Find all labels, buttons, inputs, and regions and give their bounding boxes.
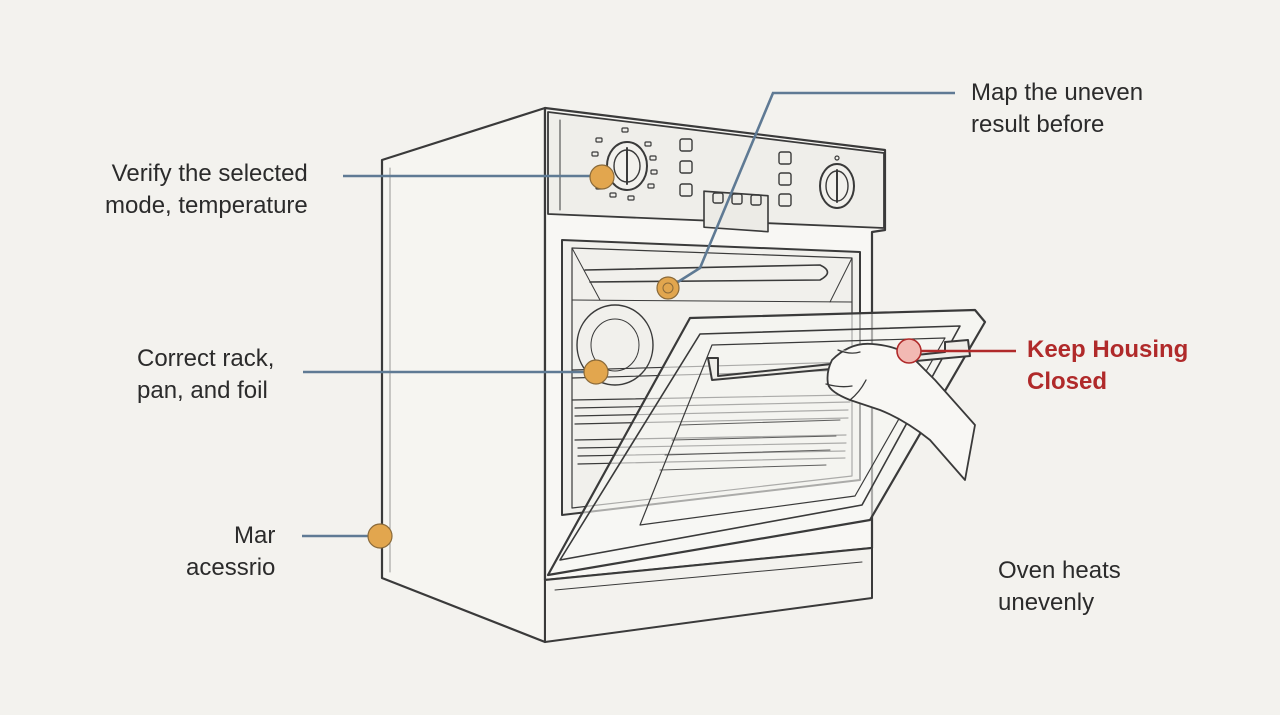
hand-icon xyxy=(825,342,976,481)
callout-keep-housing-closed: Keep Housing Closed xyxy=(1027,334,1188,398)
callout-rack-line1: Correct rack, xyxy=(137,345,275,372)
mode-knob-icon xyxy=(606,141,648,191)
caption-line2: unevenly xyxy=(998,589,1095,616)
callout-mar-line2: acessrio xyxy=(186,554,276,581)
marker-mar xyxy=(367,523,393,549)
callout-map-line1: Map the uneven xyxy=(971,79,1144,106)
caption-line1: Oven heats xyxy=(998,557,1121,584)
callout-map-result: Map the uneven result before xyxy=(971,77,1143,141)
control-panel xyxy=(547,111,885,229)
callout-verify-mode: Verify the selected mode, temperature xyxy=(105,158,308,222)
callout-keep-line1: Keep Housing xyxy=(1027,336,1189,363)
marker-dots xyxy=(367,164,922,549)
callout-mar-accessory: Mar acessrio xyxy=(186,520,275,584)
oven-base-drawer xyxy=(544,547,873,643)
oven-side-panel xyxy=(380,106,547,644)
leader-map xyxy=(669,91,955,289)
oven-sketch xyxy=(380,106,987,644)
temperature-knob-icon xyxy=(819,155,855,209)
heating-element xyxy=(584,264,829,283)
control-buttons xyxy=(679,138,792,207)
marker-keep xyxy=(896,338,922,364)
callout-keep-line2: Closed xyxy=(1027,368,1108,395)
marker-map xyxy=(656,276,680,300)
marker-verify xyxy=(589,164,615,190)
marker-rack xyxy=(583,359,609,385)
callout-verify-line1: Verify the selected xyxy=(111,160,308,187)
callout-map-line2: result before xyxy=(971,111,1105,138)
diagram-caption: Oven heats unevenly xyxy=(998,555,1121,619)
callout-mar-line1: Mar xyxy=(234,522,276,549)
callout-rack-line2: pan, and foil xyxy=(137,377,268,404)
callout-verify-line2: mode, temperature xyxy=(105,192,308,219)
leader-lines xyxy=(302,91,1016,538)
callout-rack-pan-foil: Correct rack, pan, and foil xyxy=(137,343,274,407)
convection-fan xyxy=(576,304,654,386)
